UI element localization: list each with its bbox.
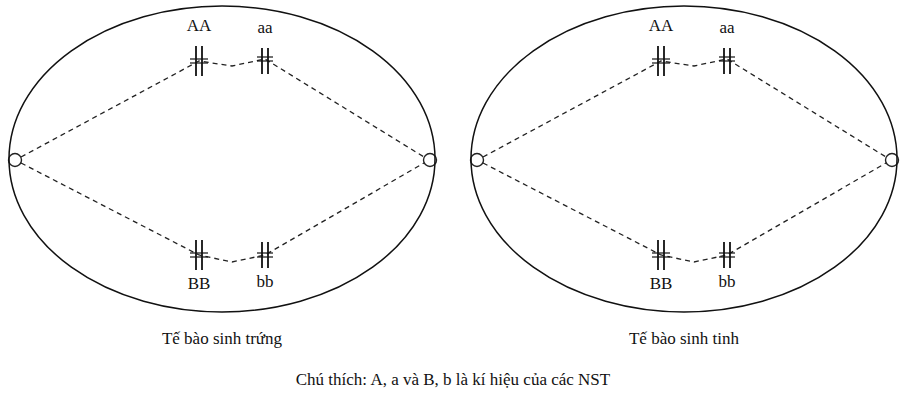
chromosome-label: aa [719,18,734,38]
spindle-left [9,46,437,270]
chromosome-label: aa [257,18,272,38]
ellipse-outline [8,5,436,313]
cell-ellipse: Tế bào sinh tinh [470,5,898,313]
chromosome-label: bb [257,272,274,292]
ellipse-outline [470,5,898,313]
spindle-right [471,46,899,270]
cell-caption: Tế bào sinh trứng [8,329,436,349]
chromosome-label: BB [188,274,211,294]
cell-caption: Tế bào sinh tinh [470,329,898,349]
chromosome-label: bb [719,272,736,292]
legend-note: Chú thích: A, a và B, b là kí hiệu của c… [0,370,906,390]
chromosome-label: AA [649,16,674,36]
chromosome-label: AA [187,16,212,36]
cell-ellipse: Tế bào sinh trứng [8,5,436,313]
chromosome-label: BB [650,274,673,294]
